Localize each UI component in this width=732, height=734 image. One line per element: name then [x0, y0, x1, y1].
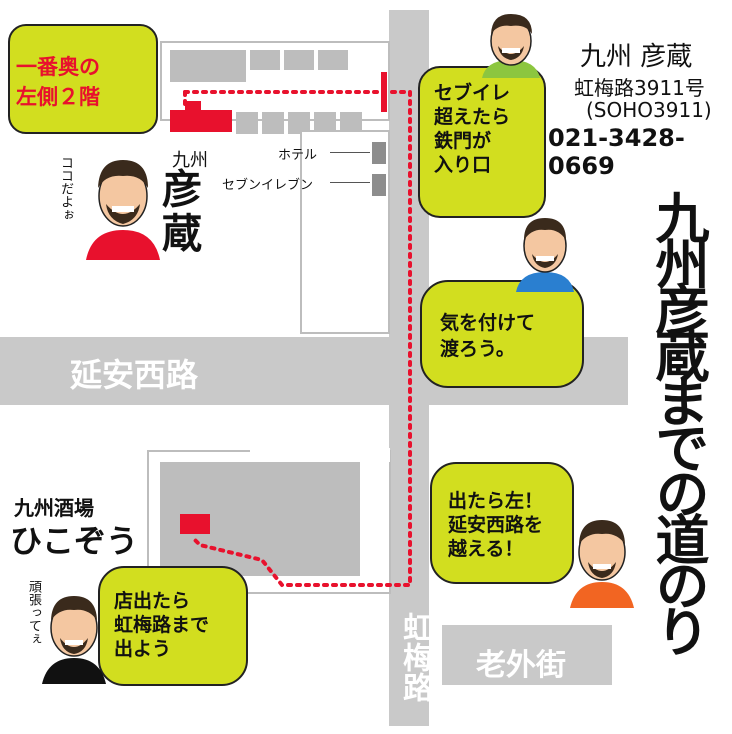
bubble-floor: 一番奥の 左側２階	[8, 24, 158, 134]
building	[170, 50, 246, 82]
road-label-yanan: 延安西路	[70, 356, 199, 394]
bubble-left-line3: 越える！	[448, 538, 524, 560]
building	[250, 50, 280, 70]
shop-address-sub: (SOHO3911)	[586, 98, 712, 122]
road-label-laowai: 老外街	[476, 648, 566, 683]
bubble-exit-line3: 出よう	[114, 638, 172, 660]
bubble-careful-line1: 気を付けて	[440, 312, 536, 334]
building	[340, 112, 362, 134]
bubble-careful-line2: 渡ろう。	[440, 338, 515, 360]
leader-line	[330, 152, 370, 153]
bubble-seven-line2: 超えたら	[434, 106, 511, 128]
character-red-icon	[86, 160, 160, 260]
bubble-turn-left: 出たら左！ 延安西路を 越える！	[430, 462, 574, 584]
bubble-floor-line1: 一番奥の	[16, 55, 100, 79]
building	[262, 112, 284, 134]
label-shop-small: 九州	[172, 150, 208, 171]
road-label-hongmei: 虹梅路	[397, 612, 432, 702]
bubble-seven-line4: 入り口	[434, 154, 492, 176]
hotel-marker	[372, 142, 386, 164]
seven-marker	[372, 174, 386, 196]
character-black-icon	[42, 596, 106, 684]
building	[284, 50, 314, 70]
page-title-vertical: 九州彦蔵までの道のり	[646, 190, 709, 650]
character-green-icon	[482, 14, 540, 78]
bubble-seven-line3: 鉄門が	[434, 130, 492, 152]
bubble-floor-line2: 左側２階	[16, 85, 100, 109]
label-hikozou-big: ひこぞう	[10, 522, 139, 560]
label-shop-big: 彦蔵	[162, 167, 202, 257]
bubble-exit: 店出たら 虹梅路まで 出よう	[98, 566, 248, 686]
label-kokodayo: ココだよぉ	[58, 156, 73, 221]
bubble-exit-line1: 店出たら	[114, 590, 191, 612]
shop-address: 虹梅路3911号	[574, 76, 705, 100]
leader-line	[330, 182, 370, 183]
building	[288, 112, 310, 134]
character-blue-icon	[516, 218, 574, 292]
bubble-seven-line1: セブイレ	[434, 82, 511, 104]
building	[314, 112, 336, 134]
building	[318, 50, 348, 70]
bubble-seven: セブイレ 超えたら 鉄門が 入り口	[418, 66, 546, 218]
block-notch	[250, 448, 390, 462]
label-hikozou-small: 九州酒場	[14, 496, 94, 520]
label-ganbatte: 頑張ってぇ	[26, 580, 41, 645]
shop-hikozou-marker	[180, 514, 210, 534]
shop-title: 九州 彦蔵	[580, 42, 693, 72]
bubble-exit-line2: 虹梅路まで	[114, 614, 210, 636]
shop-phone: 021-3428-0669	[548, 124, 685, 180]
building	[236, 112, 258, 134]
block-middle-upper	[300, 130, 390, 334]
bubble-left-line2: 延安西路を	[448, 514, 544, 536]
bubble-careful: 気を付けて 渡ろう。	[420, 280, 584, 388]
label-hotel: ホテル	[278, 148, 318, 163]
label-seven: セブンイレブン	[222, 178, 314, 193]
character-orange-icon	[570, 520, 634, 608]
bubble-left-line1: 出たら左！	[448, 490, 544, 512]
shop-hikozo-marker	[170, 110, 232, 132]
shop-hikozo-marker-b	[185, 101, 201, 113]
road-laowai	[442, 625, 612, 685]
